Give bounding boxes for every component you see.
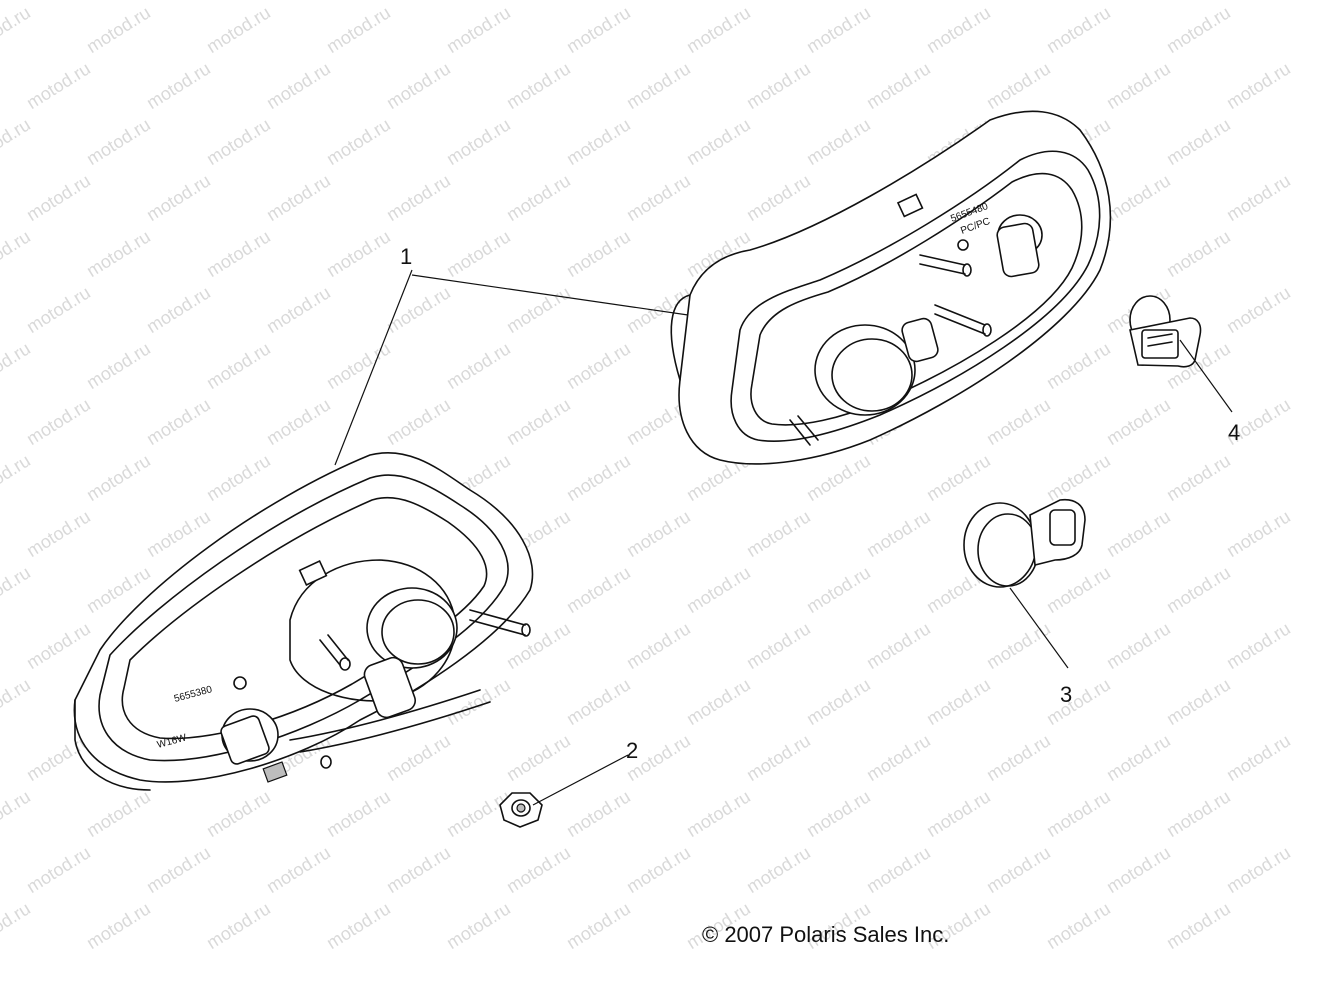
nut-part (499, 792, 543, 828)
callout-2: 2 (626, 738, 639, 763)
bulb-socket-large (963, 498, 1086, 588)
left-lamp-housing: 5655380 W16W (73, 451, 534, 791)
copyright-notice: © 2007 Polaris Sales Inc. (702, 922, 950, 947)
leader-lines (334, 269, 1233, 806)
callout-1: 1 (400, 244, 413, 269)
bulb-socket-small (1129, 295, 1202, 368)
callout-4: 4 (1228, 420, 1241, 445)
right-lamp-housing: 5655480 PC/PC (670, 110, 1112, 465)
callout-3: 3 (1060, 682, 1073, 707)
